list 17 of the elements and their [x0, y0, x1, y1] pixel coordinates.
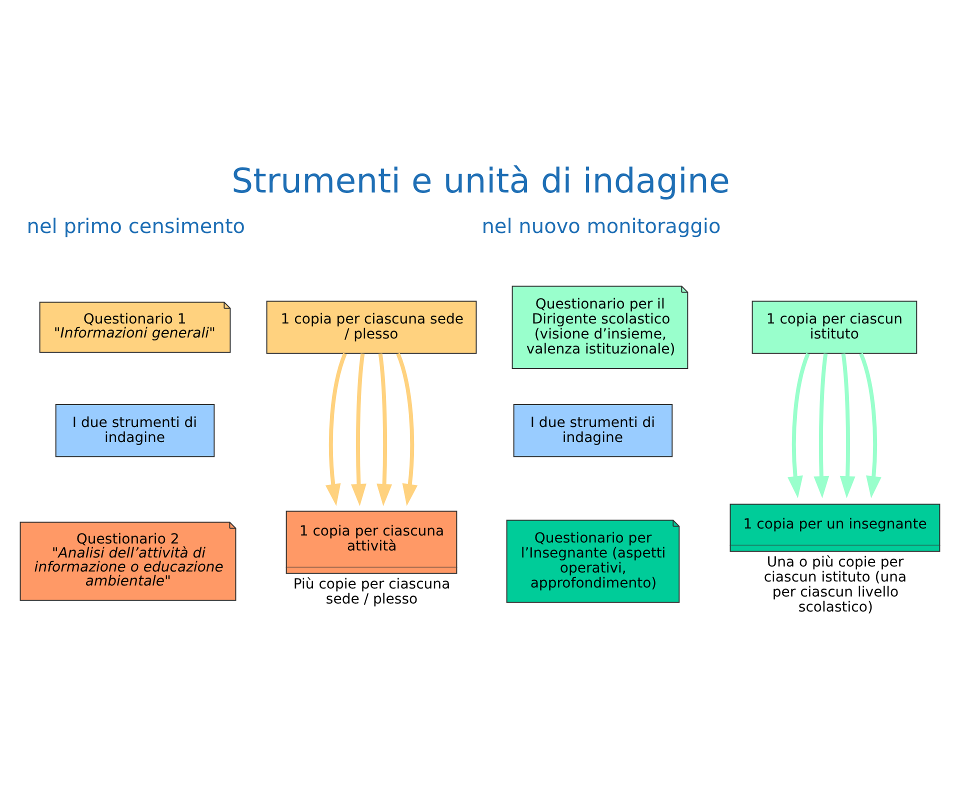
node-box: 1 copia per ciascun istituto	[752, 300, 918, 354]
node-label: Una o più copie per ciascun istituto (una per ciascun livello scolastico)	[764, 554, 907, 616]
label: nel nuovo monitoraggio	[482, 214, 721, 238]
node-box: 1 copia per ciascuna sede / plesso	[266, 300, 477, 354]
arrow	[325, 352, 347, 506]
node-label: Più copie per ciascuna sede / plesso	[293, 576, 450, 608]
arrow	[350, 353, 366, 506]
arrow	[840, 353, 856, 498]
label: nel primo censimento	[26, 214, 246, 238]
node-box: I due strumenti di indagine	[55, 404, 215, 458]
node-box: I due strumenti di indagine	[513, 404, 673, 458]
arrow	[376, 353, 392, 506]
arrow	[788, 352, 810, 498]
arrow	[859, 352, 882, 498]
arrow	[396, 352, 418, 506]
arrow	[814, 353, 830, 498]
diagram-title: Strumenti e unità di indagine	[231, 161, 730, 202]
